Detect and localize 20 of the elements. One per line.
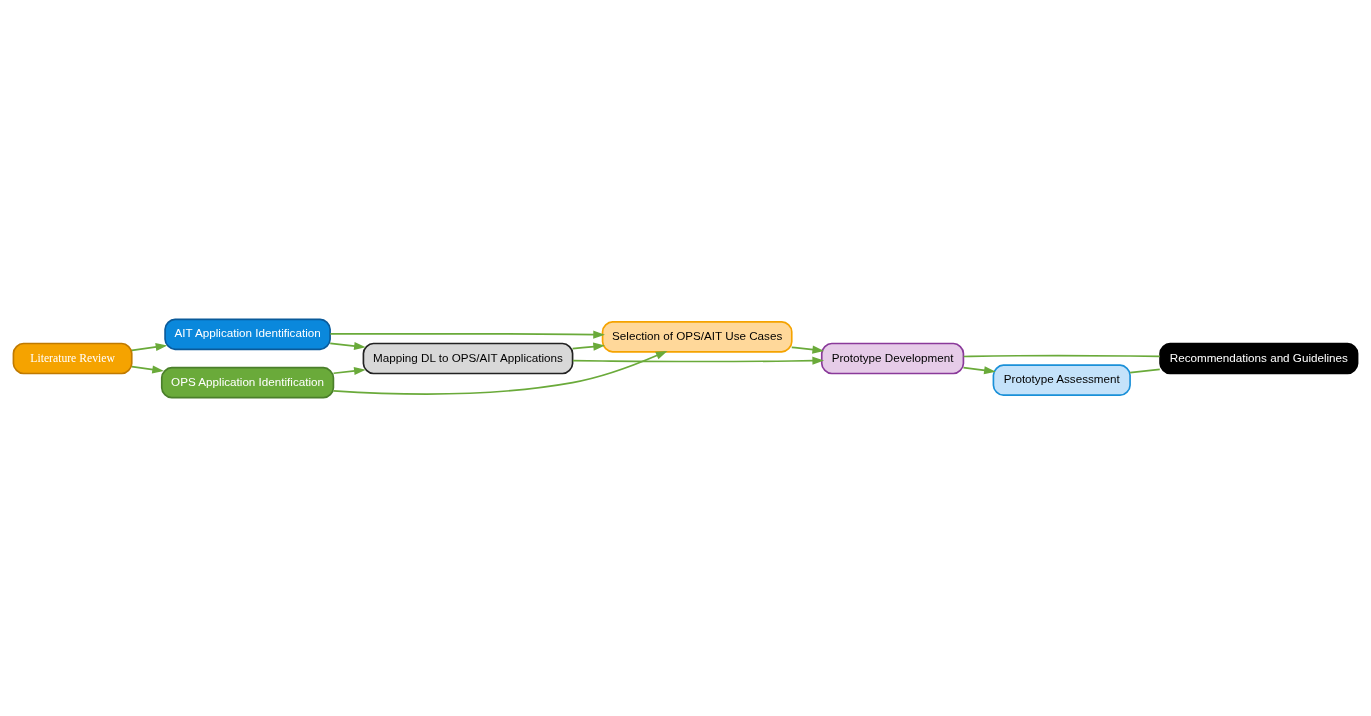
node-box: Prototype Assessment: [992, 363, 1131, 396]
arrow: [790, 345, 825, 354]
arrow: [329, 330, 605, 339]
connector: [1129, 368, 1161, 373]
node-box: AIT Application Identification: [164, 318, 331, 350]
arrow: [571, 342, 605, 351]
node-box: Selection of OPS/AIT Use Cases: [601, 320, 793, 353]
arrow: [332, 350, 668, 395]
arrow: [329, 341, 366, 350]
arrow: [572, 356, 825, 365]
node-box: Literature Review: [12, 342, 133, 374]
arrow: [962, 365, 996, 374]
node-box: Recommendations and Guidelines: [1159, 342, 1359, 374]
node-box: Mapping DL to OPS/AIT Applications: [362, 342, 574, 374]
arrow: [131, 364, 164, 374]
arrow: [332, 366, 366, 375]
connector: [962, 354, 1161, 357]
node-box: OPS Application Identification: [160, 366, 335, 398]
arrow: [131, 342, 168, 351]
node-box: Prototype Development: [820, 342, 965, 374]
